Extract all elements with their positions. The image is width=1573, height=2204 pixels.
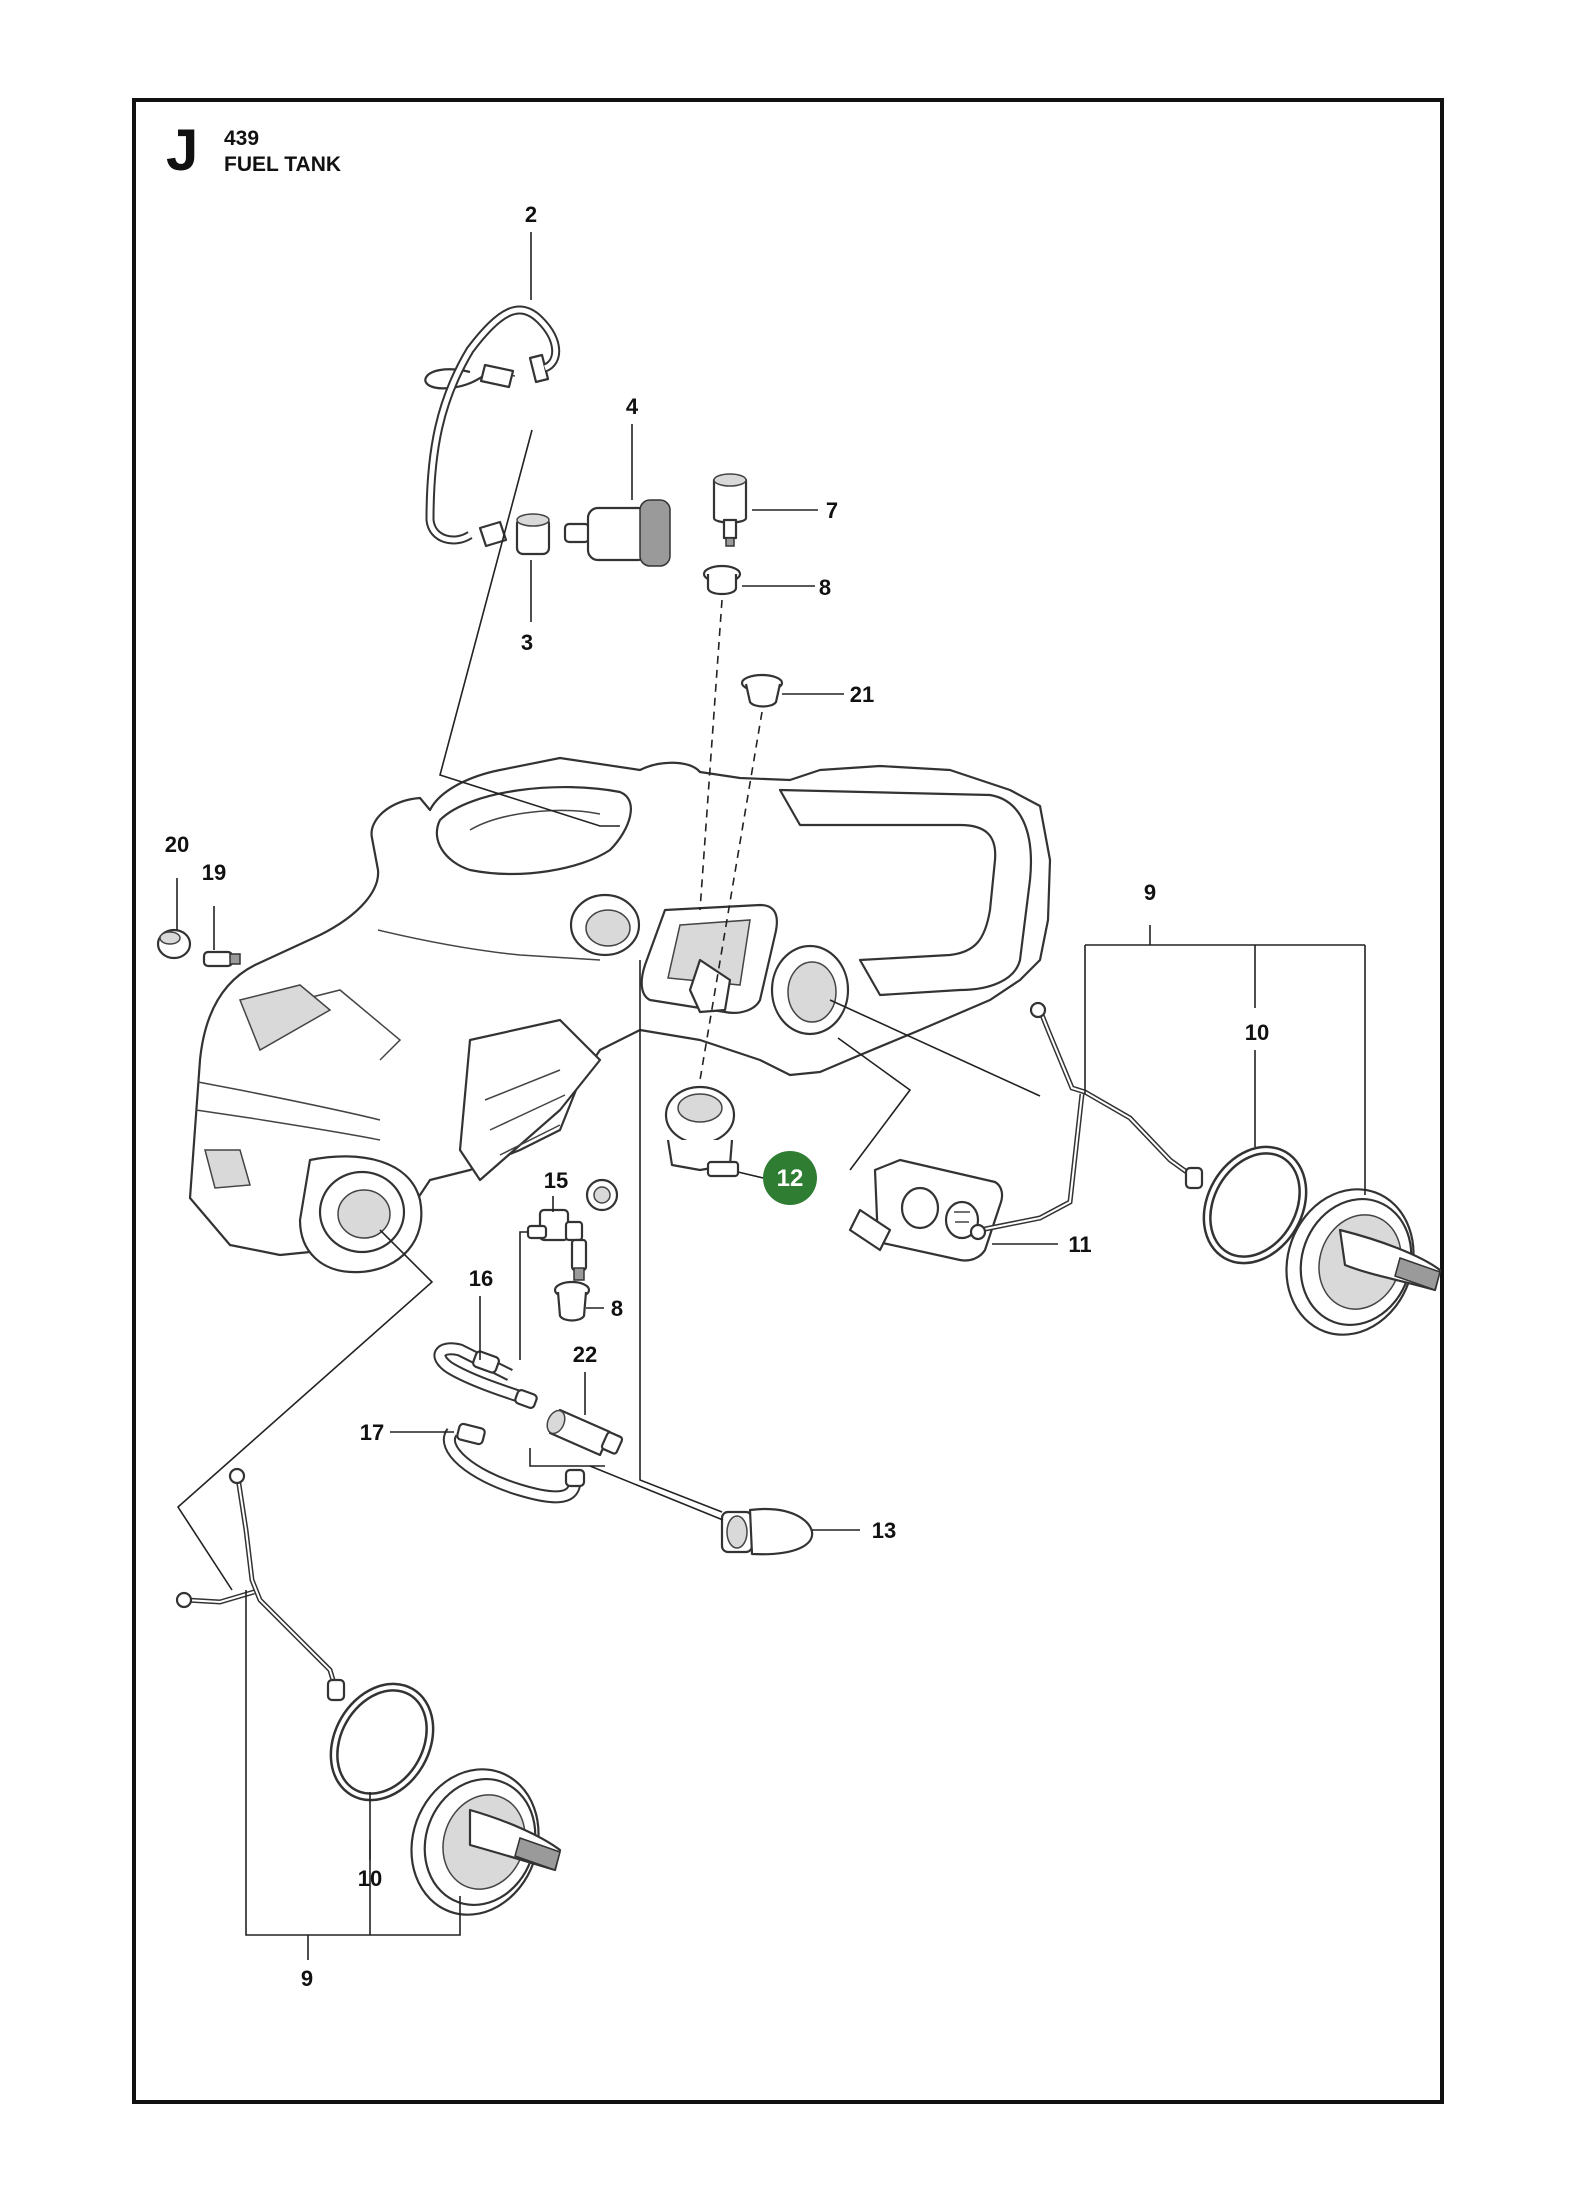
- part-fuel-filter[interactable]: [563, 499, 671, 567]
- highlight-circle[interactable]: [763, 1151, 817, 1205]
- part-fuel-hose[interactable]: [424, 305, 561, 548]
- part-elbow-fitting[interactable]: [526, 1208, 588, 1281]
- callout-19[interactable]: 19: [202, 860, 226, 885]
- part-grommet-bottom[interactable]: [553, 1280, 591, 1322]
- part-hose-17[interactable]: [442, 1422, 586, 1504]
- callout-labels: 2 4 7 8 3 21 20 19 9 10 12 11 15 16 8 22…: [165, 202, 1269, 1991]
- part-fuel-tank-housing[interactable]: [188, 756, 1052, 1274]
- callout-21[interactable]: 21: [850, 682, 874, 707]
- callout-3[interactable]: 3: [521, 630, 533, 655]
- callout-16[interactable]: 16: [469, 1266, 493, 1291]
- callout-11[interactable]: 11: [1068, 1232, 1091, 1257]
- callout-9-right[interactable]: 9: [1144, 880, 1156, 905]
- part-sleeve-22[interactable]: [544, 1408, 624, 1457]
- section-letter: J: [166, 118, 199, 183]
- part-primer-bulb[interactable]: [720, 1507, 814, 1556]
- callout-13[interactable]: 13: [872, 1518, 896, 1543]
- model-number: 439: [224, 127, 260, 150]
- part-grommet-21[interactable]: [740, 673, 784, 708]
- callout-12[interactable]: 12: [777, 1165, 804, 1192]
- callout-20[interactable]: 20: [165, 832, 189, 857]
- part-fuel-cap-right[interactable]: [969, 1001, 1442, 1353]
- callout-17[interactable]: 17: [360, 1420, 384, 1445]
- callout-8-top[interactable]: 8: [819, 575, 831, 600]
- part-grommet-12[interactable]: [664, 1085, 740, 1178]
- callout-10-left[interactable]: 10: [358, 1866, 382, 1891]
- diagram-frame: [132, 98, 1444, 2104]
- part-fuel-cap-left[interactable]: [175, 1467, 562, 1933]
- callout-4[interactable]: 4: [626, 394, 639, 419]
- part-hose-16[interactable]: [433, 1342, 538, 1409]
- callout-22[interactable]: 22: [573, 1342, 597, 1367]
- section-title: FUEL TANK: [224, 153, 342, 176]
- callout-8-bottom[interactable]: 8: [611, 1296, 623, 1321]
- callout-9-left[interactable]: 9: [301, 1966, 313, 1991]
- callout-7[interactable]: 7: [826, 498, 838, 523]
- part-grommet-top[interactable]: [702, 564, 742, 596]
- part-breather-valve[interactable]: [712, 473, 748, 547]
- part-sleeve[interactable]: [515, 513, 551, 556]
- leader-lines: [176, 232, 1366, 1960]
- part-screw-19[interactable]: [202, 950, 241, 968]
- callout-2[interactable]: 2: [525, 202, 537, 227]
- part-cover-plate[interactable]: [848, 1158, 1004, 1262]
- callout-10-right[interactable]: 10: [1245, 1020, 1269, 1045]
- callout-15[interactable]: 15: [544, 1168, 568, 1193]
- part-plug-20[interactable]: [156, 928, 192, 960]
